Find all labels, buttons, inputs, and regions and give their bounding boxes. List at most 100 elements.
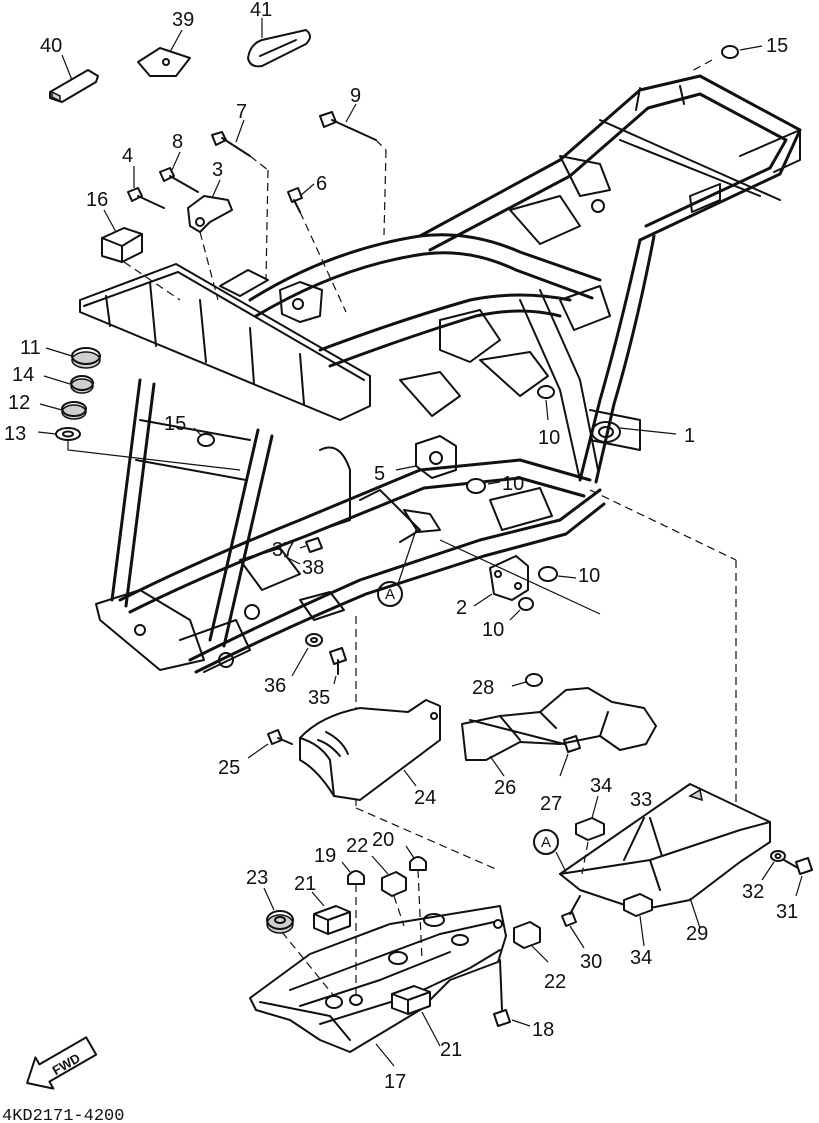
leader-38 bbox=[283, 555, 301, 565]
part-34-damper-lower bbox=[623, 893, 653, 947]
part-41-clamp bbox=[247, 18, 311, 68]
part-1-main-frame bbox=[79, 74, 802, 674]
leader-5 bbox=[395, 465, 417, 471]
callout-13: 13 bbox=[4, 423, 26, 445]
part-20-grommet bbox=[405, 845, 427, 961]
part-10-nut-c bbox=[538, 566, 577, 582]
callout-29: 29 bbox=[686, 923, 708, 945]
part-12-grommet bbox=[39, 401, 87, 420]
callout-2: 2 bbox=[456, 597, 467, 619]
part-30-bolt bbox=[561, 895, 585, 949]
part-34-damper-upper bbox=[575, 795, 605, 875]
callout-11: 11 bbox=[20, 337, 41, 359]
part-37-bolt bbox=[299, 537, 323, 553]
part-13-washer bbox=[37, 427, 241, 471]
part-33-damper-rubber bbox=[623, 817, 663, 861]
callout-14: 14 bbox=[12, 364, 34, 386]
callout-17: 17 bbox=[384, 1071, 406, 1093]
part-32-washer bbox=[761, 850, 786, 881]
callout-20: 20 bbox=[372, 829, 394, 851]
callout-26: 26 bbox=[494, 777, 516, 799]
part-35-bolt bbox=[329, 647, 347, 685]
part-10-nut-d bbox=[509, 597, 534, 621]
part-14-collar bbox=[43, 375, 94, 394]
callout-38: 38 bbox=[302, 557, 324, 579]
part-9-bolt bbox=[319, 103, 387, 236]
drawing-code: 4KD2171-4200 bbox=[2, 1107, 124, 1123]
callout-4: 4 bbox=[122, 145, 133, 167]
callout-5: 5 bbox=[374, 463, 385, 485]
part-31-bolt bbox=[783, 857, 813, 897]
part-3-bracket bbox=[187, 179, 233, 301]
callout-34-upper: 34 bbox=[590, 775, 612, 797]
callout-7: 7 bbox=[236, 101, 247, 123]
part-10-nut-a bbox=[537, 385, 555, 421]
part-29-skid-plate bbox=[559, 783, 771, 929]
part-7-bolt bbox=[211, 119, 269, 281]
callout-41: 41 bbox=[250, 0, 272, 21]
part-39-nut-plate bbox=[137, 29, 191, 77]
part-21-damper-upper bbox=[311, 891, 351, 935]
part-26-heat-shield bbox=[461, 687, 657, 777]
callout-15-lower: 15 bbox=[164, 413, 186, 435]
part-2-bracket bbox=[439, 539, 601, 615]
part-22-damper-lower bbox=[513, 921, 549, 963]
callout-40: 40 bbox=[40, 35, 62, 57]
callout-10-a: 10 bbox=[538, 427, 560, 449]
callout-39: 39 bbox=[172, 9, 194, 31]
callout-23: 23 bbox=[246, 867, 268, 889]
ref-marker-a-upper bbox=[377, 529, 417, 607]
callout-27: 27 bbox=[540, 793, 562, 815]
part-40-clip bbox=[49, 54, 99, 103]
callout-19: 19 bbox=[314, 845, 336, 867]
part-11-grommet bbox=[45, 347, 101, 369]
callout-9: 9 bbox=[350, 85, 361, 107]
part-15-cap-upper bbox=[689, 45, 763, 73]
callout-32: 32 bbox=[742, 881, 764, 903]
callout-28: 28 bbox=[472, 677, 494, 699]
callout-33: 33 bbox=[630, 789, 652, 811]
callout-1: 1 bbox=[684, 425, 695, 447]
callout-30: 30 bbox=[580, 951, 602, 973]
guide-line-right bbox=[589, 489, 737, 561]
part-21-damper-lower bbox=[391, 985, 441, 1047]
callout-37: 37 bbox=[272, 539, 294, 561]
part-25-bolt bbox=[247, 729, 293, 759]
callout-35: 35 bbox=[308, 687, 330, 709]
callout-3: 3 bbox=[212, 159, 223, 181]
callout-21-upper: 21 bbox=[294, 873, 316, 895]
callout-25: 25 bbox=[218, 757, 240, 779]
part-4-bolt bbox=[127, 166, 165, 209]
part-24-heat-shield bbox=[299, 699, 441, 801]
part-17-under-guard bbox=[249, 905, 507, 1067]
callout-22-upper: 22 bbox=[346, 835, 368, 857]
part-36-washer bbox=[291, 633, 323, 677]
callout-6: 6 bbox=[316, 173, 327, 195]
fwd-arrow-icon bbox=[26, 1036, 98, 1090]
callout-21-lower: 21 bbox=[440, 1039, 462, 1061]
part-27-bolt bbox=[469, 719, 581, 777]
ref-letter-a-lower: A bbox=[541, 834, 551, 851]
callout-15-upper: 15 bbox=[766, 35, 788, 57]
callout-16: 16 bbox=[86, 189, 108, 211]
callout-22-lower: 22 bbox=[544, 971, 566, 993]
leader-1 bbox=[619, 427, 677, 435]
callout-10-c: 10 bbox=[578, 565, 600, 587]
ref-marker-a-lower bbox=[533, 829, 567, 873]
callout-24: 24 bbox=[414, 787, 436, 809]
part-18-bolt bbox=[493, 959, 531, 1027]
callout-31: 31 bbox=[776, 901, 798, 923]
callout-34-lower: 34 bbox=[630, 947, 652, 969]
callout-36: 36 bbox=[264, 675, 286, 697]
part-15-cap-lower bbox=[193, 427, 215, 447]
part-23-grommet bbox=[263, 887, 335, 997]
part-10-nut-b bbox=[466, 478, 501, 494]
callout-18: 18 bbox=[532, 1019, 554, 1041]
part-28-nut bbox=[511, 673, 543, 687]
part-22-damper-upper bbox=[371, 855, 407, 927]
callout-10-b: 10 bbox=[502, 473, 524, 495]
callout-12: 12 bbox=[8, 392, 30, 414]
ref-letter-a-upper: A bbox=[385, 586, 395, 603]
part-19-grommet bbox=[341, 861, 365, 996]
